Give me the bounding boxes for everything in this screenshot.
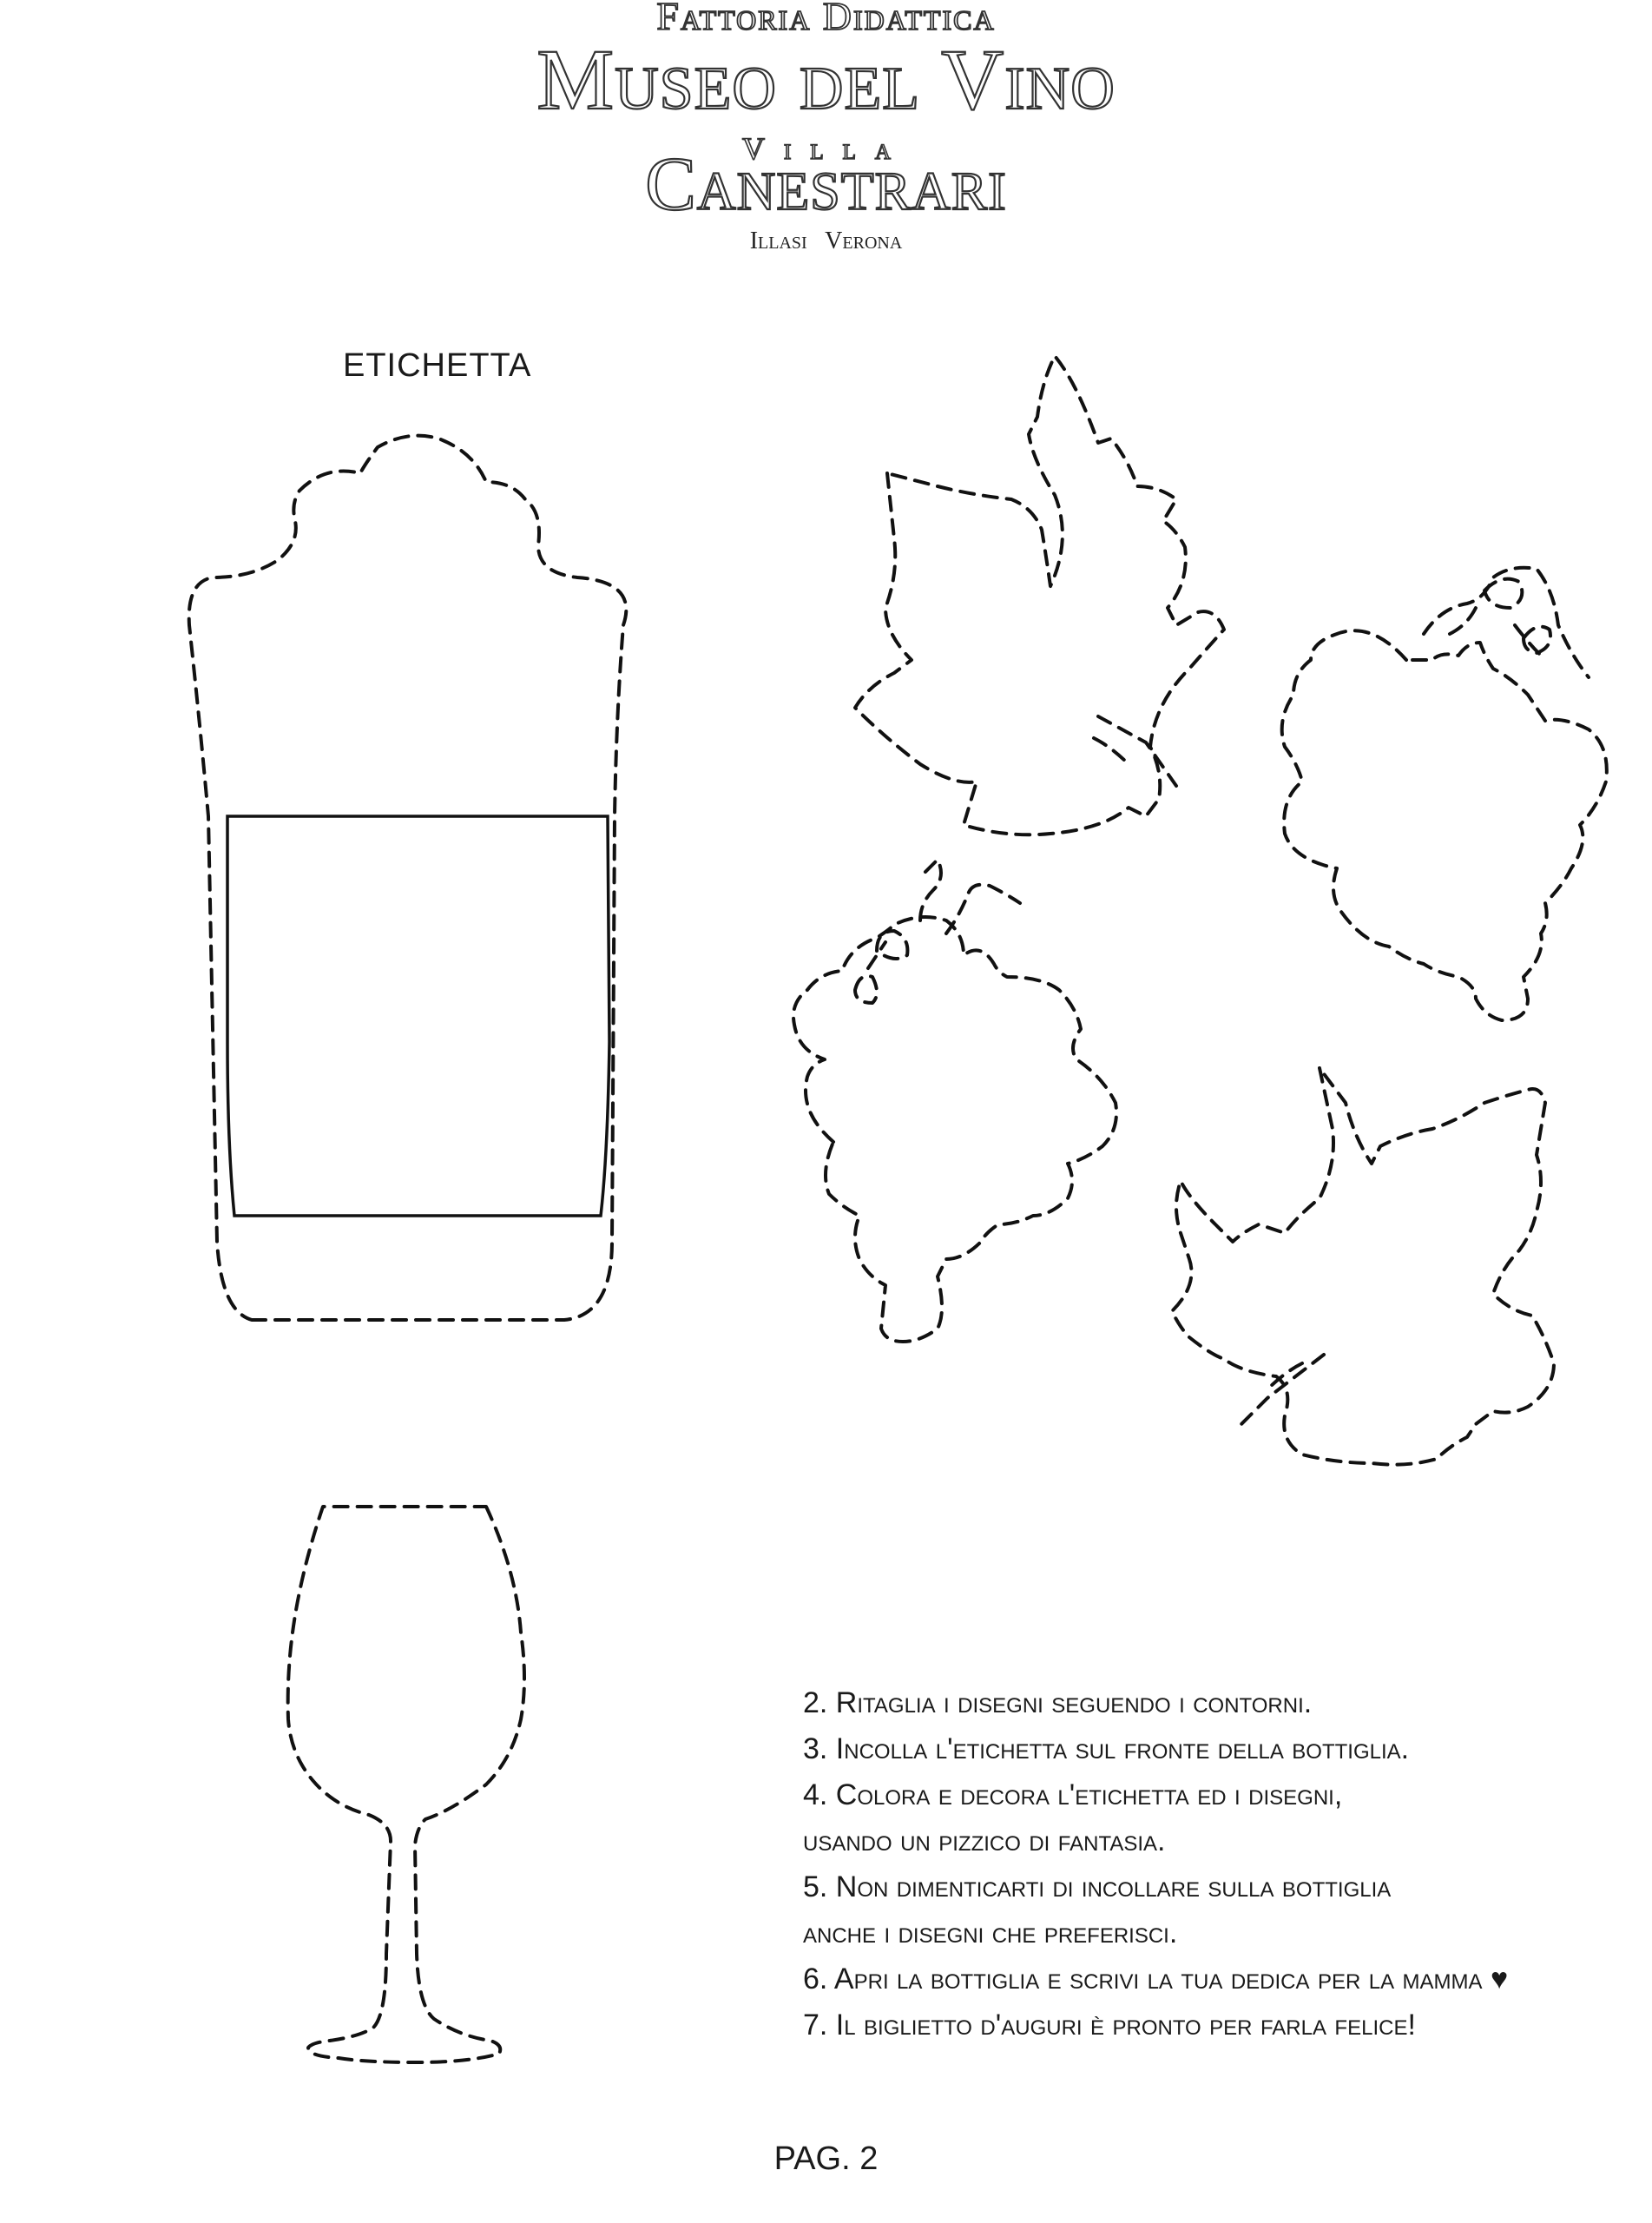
grape-leaf-top-vein (1092, 715, 1178, 788)
logo-line-location: Illasi Verona (749, 228, 903, 254)
grape-cluster-bottom-seed (853, 929, 910, 1005)
grape-cluster-top-seed (1483, 577, 1552, 655)
instruction-step-4: 4. Colora e decora l'etichetta ed i dise… (803, 1778, 1343, 1811)
instruction-step-4-cont: usando un pizzico di fantasia. (803, 1824, 1166, 1857)
logo-line-fattoria: Fattoria Didattica (656, 0, 996, 39)
grape-leaf-bottom-vein (1240, 1353, 1326, 1426)
grape-cluster-bottom-stem (866, 858, 1022, 970)
instruction-step-7: 7. Il biglietto d'auguri è pronto per fa… (803, 2009, 1416, 2042)
instruction-step-6: 6. Apri la bottiglia e scrivi la tua ded… (803, 1962, 1509, 1995)
instruction-step-5-cont: anche i disegni che preferisci. (803, 1916, 1178, 1949)
grape-leaf-top (853, 354, 1226, 837)
wine-glass-outline (286, 1505, 526, 2064)
museum-logo: Fattoria Didattica Museo del Vino Villa … (0, 0, 1652, 269)
instructions-list: 2. Ritaglia i disegni seguendo i contorn… (803, 1680, 1602, 2048)
label-title: ETICHETTA (343, 347, 532, 384)
grape-cluster-top (1280, 629, 1609, 1022)
bottle-outline (187, 433, 629, 1322)
label-area (226, 815, 611, 1217)
grape-cluster-bottom (792, 915, 1118, 1343)
instruction-step-5: 5. Non dimenticarti di incollare sulla b… (803, 1870, 1392, 1903)
grape-leaf-bottom (1170, 1066, 1556, 1467)
logo-line-villa: Villa (741, 130, 910, 167)
logo-line-canestrari: Canestrari (644, 142, 1007, 228)
instruction-step-3: 3. Incolla l'etichetta sul fronte della … (803, 1732, 1410, 1765)
grape-cluster-top-stem (1422, 565, 1590, 679)
page-number: PAG. 2 (773, 2141, 879, 2177)
logo-line-museo: Museo del Vino (536, 30, 1116, 129)
instruction-step-2: 2. Ritaglia i disegni seguendo i contorn… (803, 1686, 1313, 1719)
